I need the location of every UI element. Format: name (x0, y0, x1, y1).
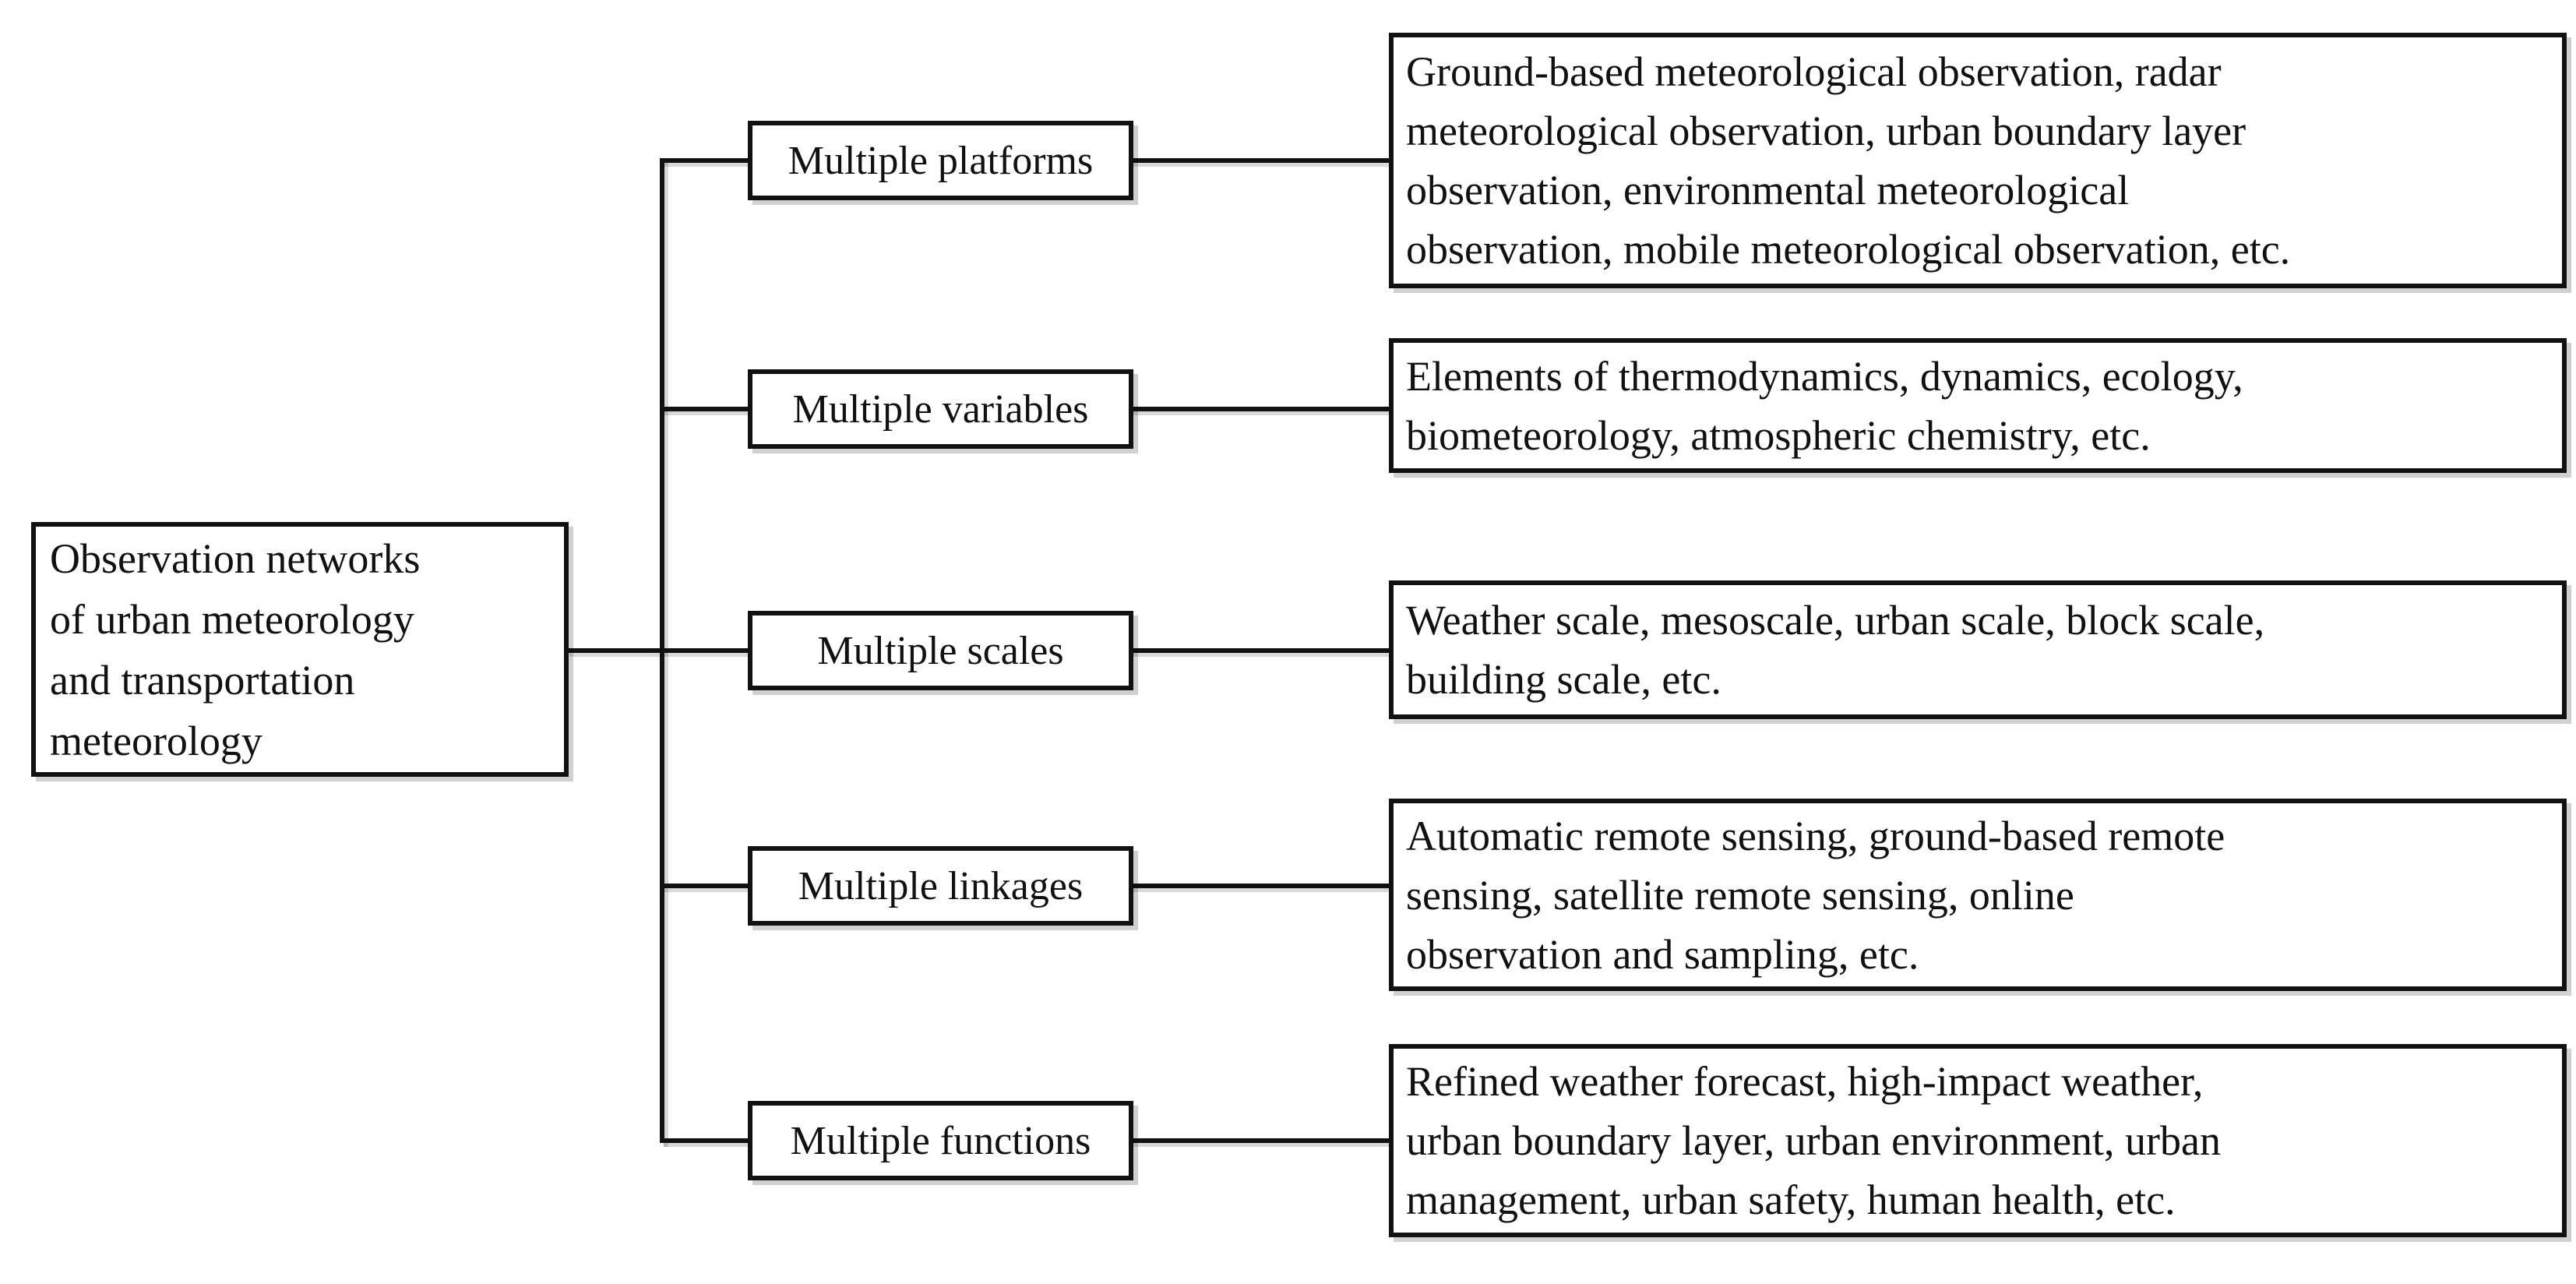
connector-scales-to-description (1129, 648, 1394, 653)
branch-line-linkages (660, 884, 752, 888)
branch-line-variables (660, 407, 752, 411)
connector-variables-to-description (1129, 407, 1394, 411)
category-node-linkages: Multiple linkages (748, 846, 1133, 926)
root-node-observation-networks: Observation networks of urban meteorolog… (31, 522, 569, 777)
branch-line-functions (660, 1138, 752, 1143)
trunk-line (660, 158, 664, 1143)
connector-root-to-trunk (566, 648, 752, 653)
description-node-linkages: Automatic remote sensing, ground-based r… (1389, 799, 2567, 991)
description-node-variables: Elements of thermodynamics, dynamics, ec… (1389, 338, 2567, 473)
description-node-functions: Refined weather forecast, high-impact we… (1389, 1044, 2567, 1237)
category-node-scales: Multiple scales (748, 611, 1133, 690)
description-node-platforms: Ground-based meteorological observation,… (1389, 33, 2567, 288)
description-node-scales: Weather scale, mesoscale, urban scale, b… (1389, 580, 2567, 719)
category-node-platforms: Multiple platforms (748, 121, 1133, 200)
branch-line-platforms (660, 158, 752, 163)
category-node-variables: Multiple variables (748, 369, 1133, 449)
connector-linkages-to-description (1129, 884, 1394, 888)
category-node-functions: Multiple functions (748, 1101, 1133, 1180)
connector-platforms-to-description (1129, 158, 1394, 163)
connector-functions-to-description (1129, 1138, 1394, 1143)
